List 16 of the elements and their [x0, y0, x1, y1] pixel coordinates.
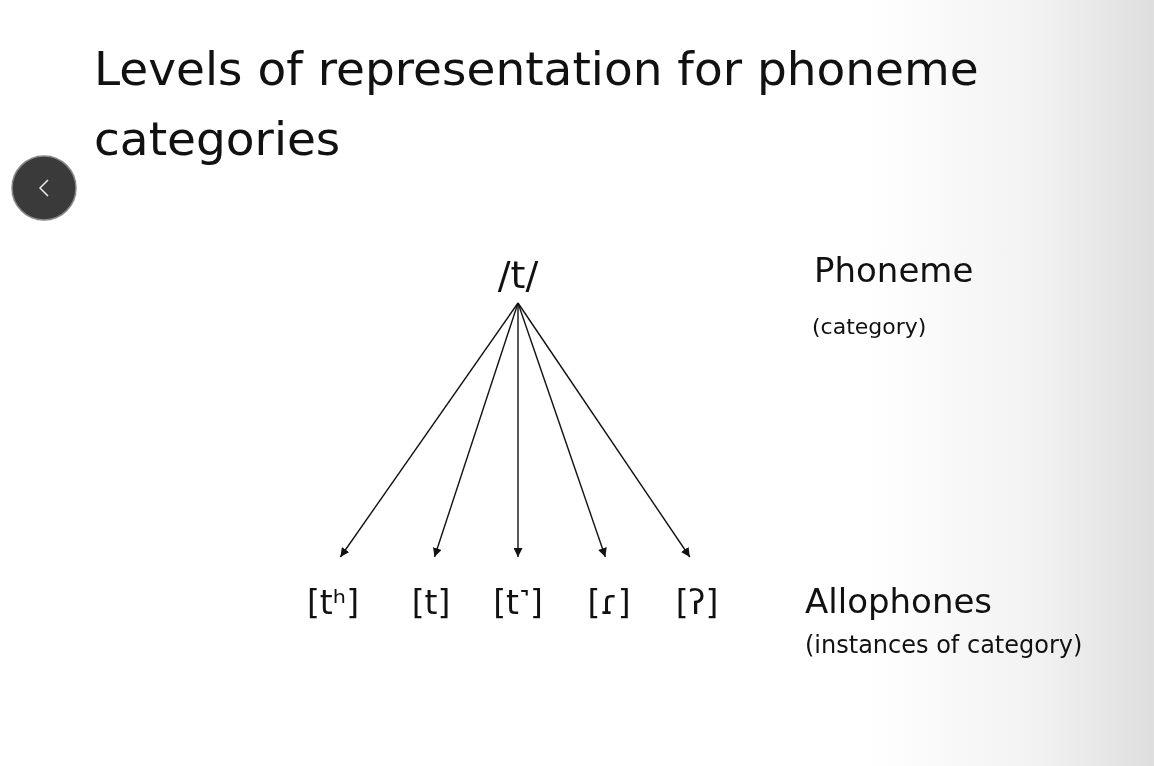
- slide-title: Levels of representation for phoneme categories: [94, 40, 980, 168]
- allophone-symbol: [tʰ]: [298, 583, 368, 623]
- phoneme-symbol: /t/: [488, 255, 548, 295]
- allophone-symbol: [ʔ]: [672, 583, 722, 623]
- level-note: (category): [812, 314, 927, 339]
- arrow: [517, 302, 691, 558]
- arrow: [339, 302, 519, 558]
- level-label: Allophones: [805, 581, 993, 621]
- allophone-symbol: [t]: [401, 583, 461, 623]
- arrow: [513, 302, 523, 558]
- arrow: [433, 302, 519, 558]
- level-note: (instances of category): [805, 631, 1083, 659]
- level-label: Phoneme: [814, 250, 974, 290]
- allophone-symbol: [ɾ]: [584, 583, 634, 623]
- arrow: [517, 302, 607, 558]
- allophone-symbol: [t˺]: [483, 583, 553, 623]
